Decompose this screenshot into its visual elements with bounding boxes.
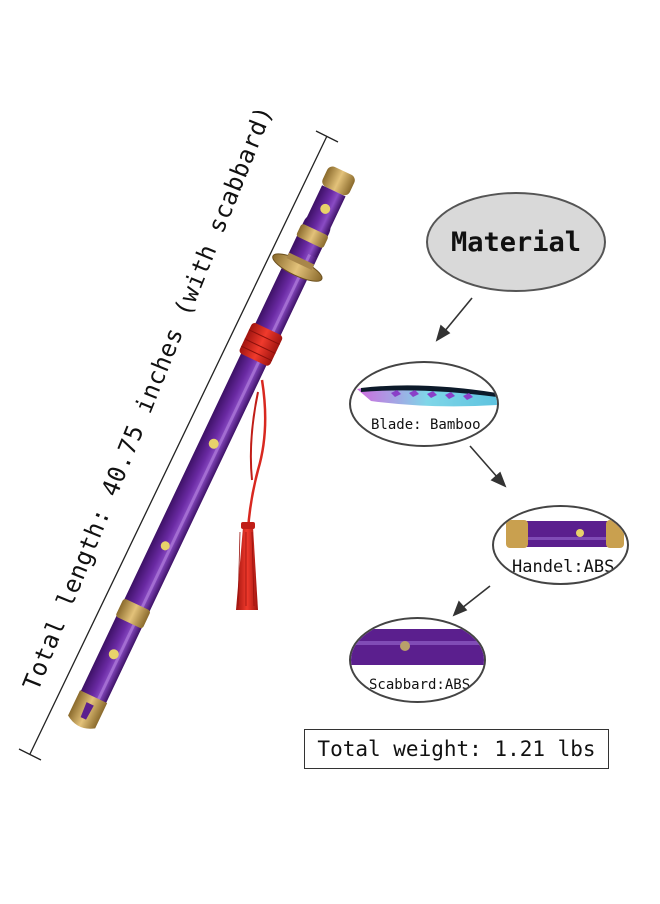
total-weight-box: Total weight: 1.21 lbs xyxy=(304,729,609,769)
red-tassel xyxy=(236,522,258,610)
top-cap xyxy=(322,166,355,196)
handle-ring xyxy=(296,224,328,248)
scabbard-ring xyxy=(116,599,150,629)
scabbard-callout: Scabbard:ABS xyxy=(349,617,486,703)
material-arrows xyxy=(435,297,507,617)
material-bubble: Material xyxy=(426,192,606,292)
flower-emblems xyxy=(108,203,331,660)
blade-label: Blade: Bamboo xyxy=(371,417,481,433)
material-title: Material xyxy=(450,226,582,258)
total-weight-label: Total weight: 1.21 lbs xyxy=(317,737,596,761)
handle-image xyxy=(506,520,624,548)
handle-label: Handel:ABS xyxy=(512,557,615,577)
blade-callout: Blade: Bamboo xyxy=(349,361,499,447)
scabbard-label: Scabbard:ABS xyxy=(369,677,471,693)
tassel-cord xyxy=(246,379,267,531)
handle-callout: Handel:ABS xyxy=(492,505,629,585)
sword xyxy=(68,166,355,729)
length-measure-line xyxy=(18,130,339,761)
red-wrap xyxy=(239,323,283,366)
scabbard-image xyxy=(351,629,484,665)
blade-image xyxy=(357,385,497,407)
